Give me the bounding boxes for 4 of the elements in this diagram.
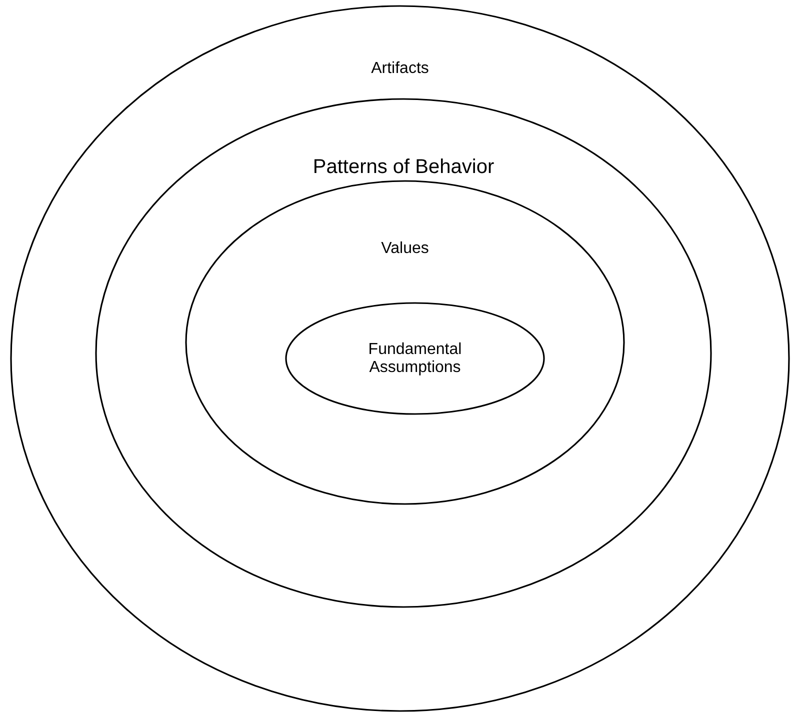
layer-label: Patterns of Behavior (312, 156, 494, 179)
layer-label: Fundamental Assumptions (367, 340, 463, 376)
layer-label: Artifacts (371, 60, 429, 78)
layer-label: Values (381, 240, 429, 258)
